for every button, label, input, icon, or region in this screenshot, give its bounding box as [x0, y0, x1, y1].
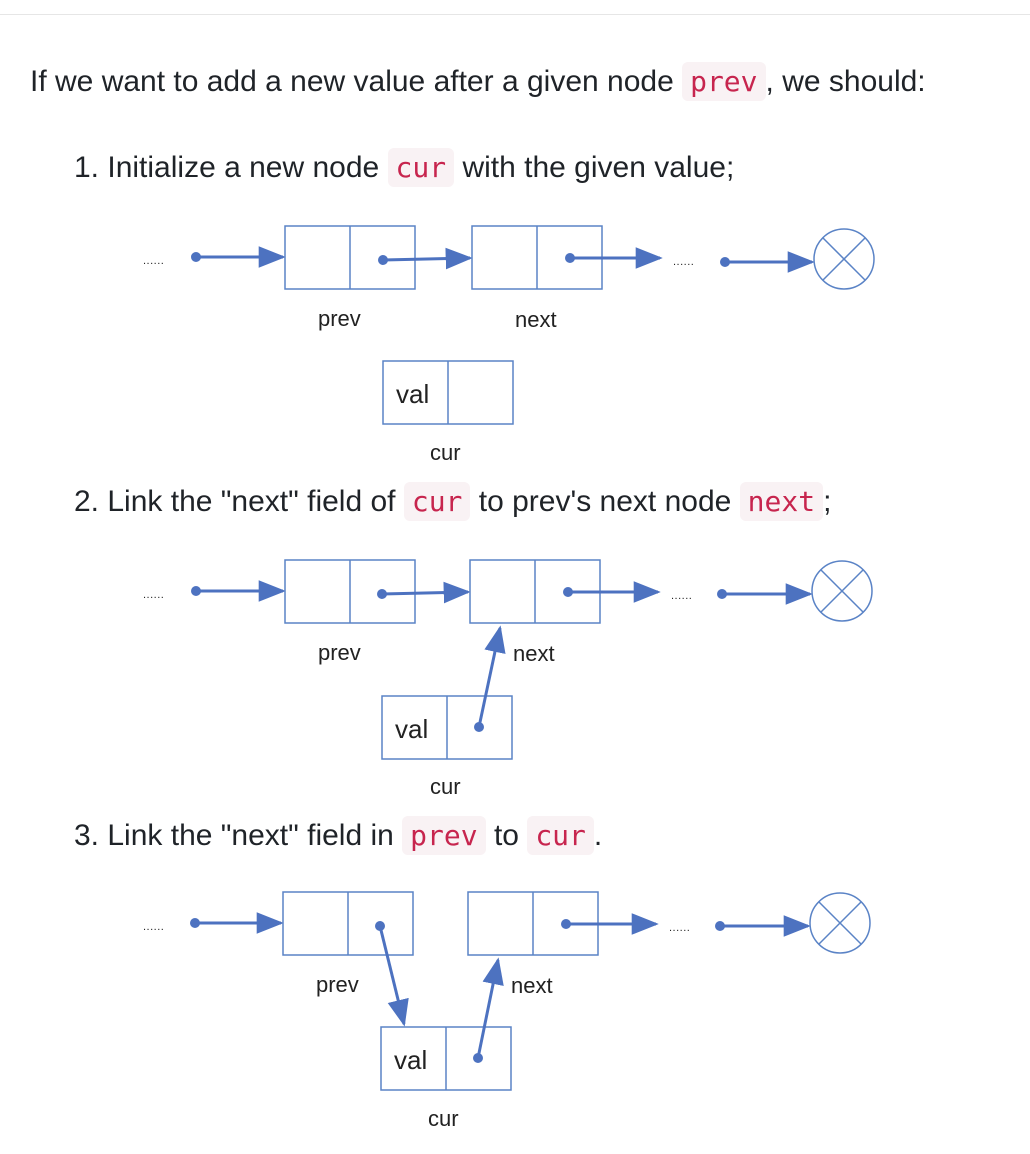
ellipsis-left: ......	[143, 921, 164, 933]
step-text: to prev's next node	[470, 485, 740, 518]
pointer-dot	[375, 921, 385, 931]
label-cur: cur	[428, 1106, 459, 1130]
ellipsis-left: ......	[143, 255, 164, 267]
pointer-dot	[474, 722, 484, 732]
code-prev: prev	[402, 816, 486, 855]
label-next: next	[515, 307, 557, 332]
pointer-dot	[561, 919, 571, 929]
label-prev: prev	[318, 306, 361, 331]
pointer-dot	[717, 589, 727, 599]
diagram-step-2: ...... ...... prev next val cur	[143, 559, 873, 794]
label-prev: prev	[318, 640, 361, 665]
arrow-cur-to-next	[476, 957, 504, 1059]
arrow-cur-to-next	[477, 625, 506, 728]
step-1: 1. Initialize a new node cur with the gi…	[74, 144, 734, 192]
diagram-step-3: ...... ...... prev next val cur	[143, 891, 871, 1130]
arrow-prev-to-next	[382, 247, 473, 270]
step-2: 2. Link the "next" field of cur to prev'…	[74, 478, 831, 526]
ellipsis-left: ......	[143, 589, 164, 601]
pointer-dot	[565, 253, 575, 263]
label-cur: cur	[430, 774, 461, 794]
diagram-step-1: ...... ...... prev next val cur	[143, 225, 875, 460]
pointer-dot	[720, 257, 730, 267]
arrow-prev-to-cur	[378, 925, 409, 1027]
label-val: val	[394, 1045, 427, 1075]
code-next: next	[739, 482, 824, 521]
ellipsis-right: ......	[673, 256, 694, 268]
step-text: .	[593, 819, 603, 852]
label-next: next	[511, 973, 553, 998]
pointer-dot	[190, 918, 200, 928]
pointer-dot	[191, 252, 201, 262]
label-cur: cur	[430, 440, 461, 460]
null-terminator-icon	[813, 228, 875, 290]
pointer-dot	[377, 589, 387, 599]
step-text: Initialize a new node	[99, 151, 388, 184]
null-terminator-icon	[809, 892, 871, 954]
step-number: 1.	[74, 151, 100, 184]
top-divider	[0, 14, 1030, 15]
step-text: ;	[823, 485, 832, 518]
label-next: next	[513, 641, 555, 666]
step-text: with the given value;	[454, 151, 735, 184]
pointer-dot	[378, 255, 388, 265]
label-prev: prev	[316, 972, 359, 997]
step-text: to	[485, 819, 528, 852]
step-number: 2.	[74, 485, 100, 518]
code-cur: cur	[527, 816, 594, 855]
intro-code-prev: prev	[682, 62, 766, 101]
ellipsis-right: ......	[671, 590, 692, 602]
code-cur: cur	[387, 148, 455, 187]
intro-text-end: , we should:	[765, 65, 926, 98]
label-val: val	[396, 379, 429, 409]
code-cur: cur	[403, 482, 471, 521]
pointer-dot	[715, 921, 725, 931]
pointer-dot	[473, 1053, 483, 1063]
step-text: Link the "next" field of	[99, 485, 404, 518]
pointer-dot	[563, 587, 573, 597]
step-3: 3. Link the "next" field in prev to cur.	[74, 812, 602, 860]
arrow-prev-to-next	[381, 581, 471, 604]
intro-paragraph: If we want to add a new value after a gi…	[30, 58, 926, 106]
intro-text: If we want to add a new value after a gi…	[30, 65, 683, 98]
pointer-dot	[191, 586, 201, 596]
ellipsis-right: ......	[669, 922, 690, 934]
step-number: 3.	[74, 819, 100, 852]
null-terminator-icon	[811, 560, 873, 622]
label-val: val	[395, 714, 428, 744]
step-text: Link the "next" field in	[99, 819, 403, 852]
